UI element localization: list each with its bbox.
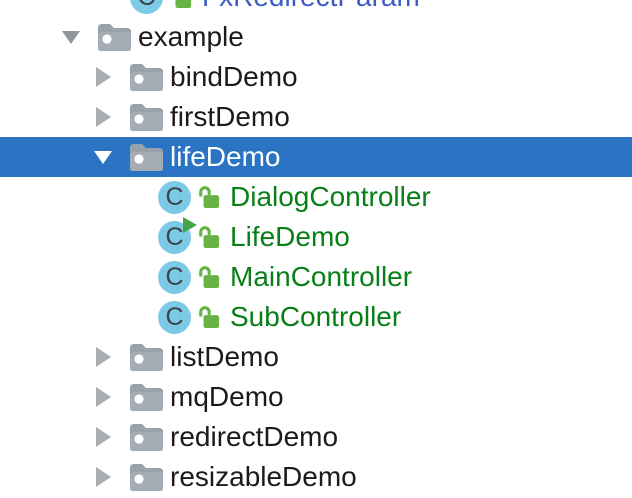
- chevron-collapsed-icon[interactable]: [94, 426, 112, 448]
- folder-icon: [129, 383, 163, 411]
- class-icon: C: [130, 0, 163, 14]
- folder-icon: [129, 63, 163, 91]
- tree-item-label: bindDemo: [170, 61, 298, 92]
- run-arrow-icon: [183, 216, 197, 233]
- tree-item-label: lifeDemo: [170, 141, 281, 172]
- tree-item-binddemo[interactable]: bindDemo: [0, 57, 632, 97]
- tree-item-label: FxRedirectParam: [202, 0, 420, 13]
- folder-icon: [129, 143, 163, 171]
- unlocked-padlock-icon: [198, 224, 220, 250]
- tree-item-label: example: [138, 21, 244, 52]
- tree-item-listdemo[interactable]: listDemo: [0, 337, 632, 377]
- tree-item-maincontroller[interactable]: C MainController: [0, 257, 632, 297]
- folder-icon: [129, 423, 163, 451]
- chevron-collapsed-icon[interactable]: [94, 466, 112, 488]
- folder-icon: [97, 23, 131, 51]
- chevron-expanded-icon[interactable]: [62, 26, 80, 48]
- tree-item-lifedemo[interactable]: lifeDemo: [0, 137, 632, 177]
- tree-item-label: MainController: [230, 261, 413, 292]
- unlocked-padlock-icon: [198, 304, 220, 330]
- tree-item-label: mqDemo: [170, 381, 284, 412]
- tree-item-resizabledemo[interactable]: resizableDemo: [0, 457, 632, 497]
- tree-item-dialogcontroller[interactable]: C DialogController: [0, 177, 632, 217]
- class-icon: C: [158, 260, 191, 294]
- class-icon: C: [158, 300, 191, 334]
- tree-item-label: DialogController: [230, 181, 431, 212]
- tree-item-mqdemo[interactable]: mqDemo: [0, 377, 632, 417]
- tree-item-label: SubController: [230, 301, 402, 332]
- chevron-collapsed-icon[interactable]: [94, 386, 112, 408]
- tree-item-fxredirectparam[interactable]: C FxRedirectParam: [0, 0, 632, 17]
- chevron-collapsed-icon[interactable]: [94, 66, 112, 88]
- tree-item-lifedemo-class[interactable]: C LifeDemo: [0, 216, 632, 257]
- tree-item-label: listDemo: [170, 341, 279, 372]
- tree-item-example[interactable]: example: [0, 17, 632, 57]
- folder-icon: [129, 343, 163, 371]
- folder-icon: [129, 463, 163, 491]
- chevron-collapsed-icon[interactable]: [94, 346, 112, 368]
- chevron-collapsed-icon[interactable]: [94, 106, 112, 128]
- unlocked-padlock-icon: [170, 0, 192, 10]
- tree-item-label: redirectDemo: [170, 421, 339, 452]
- runnable-class-icon: C: [158, 216, 197, 254]
- unlocked-padlock-icon: [198, 184, 220, 210]
- tree-item-label: firstDemo: [170, 101, 290, 132]
- tree-item-subcontroller[interactable]: C SubController: [0, 297, 632, 337]
- class-icon: C: [158, 180, 191, 214]
- tree-item-label: LifeDemo: [230, 221, 350, 252]
- chevron-expanded-icon[interactable]: [94, 146, 112, 168]
- tree-item-redirectdemo[interactable]: redirectDemo: [0, 417, 632, 457]
- unlocked-padlock-icon: [198, 264, 220, 290]
- tree-item-firstdemo[interactable]: firstDemo: [0, 97, 632, 137]
- folder-icon: [129, 103, 163, 131]
- tree-item-label: resizableDemo: [170, 461, 357, 492]
